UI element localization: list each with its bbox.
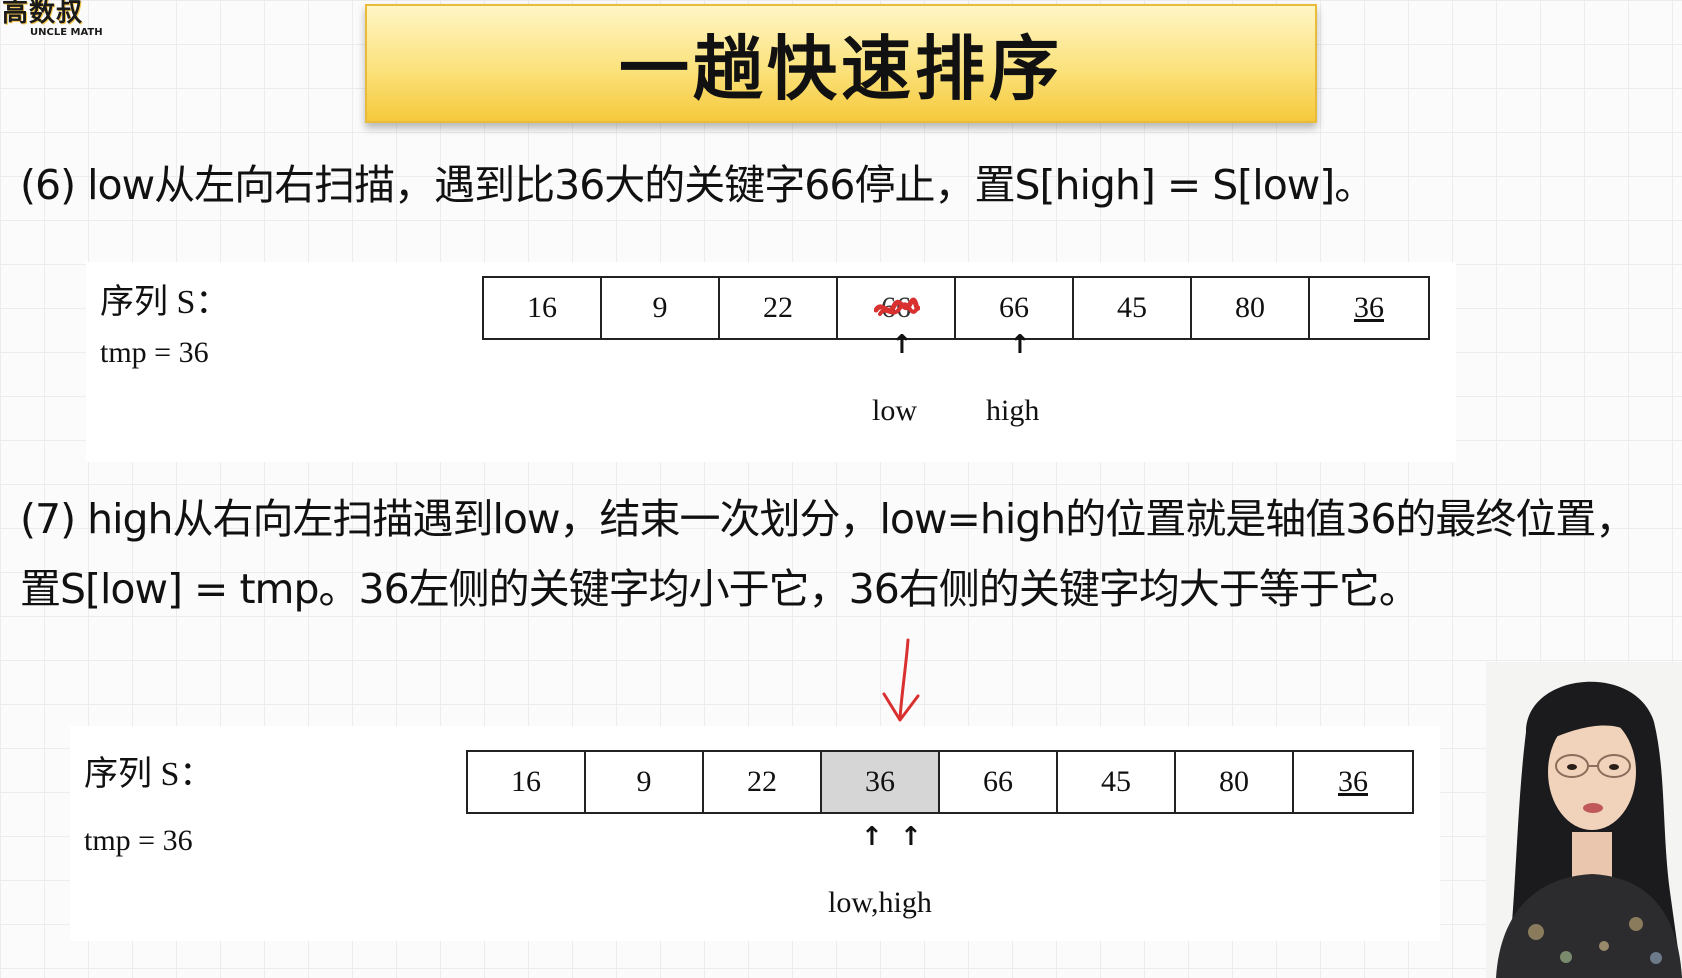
low-pointer-label: low — [872, 394, 917, 427]
step7-diagram: 序列 S： tmp = 36 16 9 22 36 66 45 80 36 ↑ … — [70, 726, 1440, 941]
low-pointer-arrow: ↑ — [891, 330, 913, 360]
sequence-cell: 80 — [1176, 752, 1294, 812]
sequence-cell: 9 — [602, 278, 720, 338]
sequence-cell: 45 — [1058, 752, 1176, 812]
slide-title: 一趟快速排序 — [619, 28, 1063, 110]
sequence-cell-crossed-out: 66 — [838, 278, 956, 338]
step6-text: (6) low从左向右扫描，遇到比36大的关键字66停止，置S[high] = … — [20, 161, 1375, 209]
uncle-math-logo: 高数叔 UNCLE MATH — [2, 0, 130, 40]
sequence-cell: 16 — [484, 278, 602, 338]
red-down-arrow-annotation — [882, 638, 920, 722]
high-pointer-label: high — [986, 394, 1040, 427]
sequence-cell: 66 — [956, 278, 1074, 338]
step7-text: (7) high从右向左扫描遇到low，结束一次划分，low=high的位置就是… — [20, 495, 1636, 613]
step7-tmp-label: tmp = 36 — [84, 824, 193, 857]
sequence-cell: 66 — [940, 752, 1058, 812]
sequence-cell: 9 — [586, 752, 704, 812]
step6-sequence-cells: 16 9 22 66 66 45 80 36 — [482, 276, 1430, 340]
high-pointer-arrow: ↑ — [1009, 330, 1031, 360]
step7-sequence-cells: 16 9 22 36 66 45 80 36 — [466, 750, 1414, 814]
sequence-cell: 22 — [720, 278, 838, 338]
red-scribble-annotation — [874, 297, 920, 316]
sequence-cell: 45 — [1074, 278, 1192, 338]
sequence-cell-pivot: 36 — [1338, 765, 1368, 798]
title-banner: 一趟快速排序 — [365, 4, 1317, 123]
sequence-cell-pivot: 36 — [1354, 291, 1384, 324]
sequence-cell-final-pivot: 36 — [822, 752, 940, 812]
sequence-cell: 80 — [1192, 278, 1310, 338]
low-pointer-arrow: ↑ — [861, 822, 883, 852]
step7-sequence-label: 序列 S： — [84, 756, 214, 793]
logo-subtext: UNCLE MATH — [30, 27, 103, 38]
presenter-video — [1486, 662, 1682, 978]
high-pointer-arrow: ↑ — [900, 822, 922, 852]
step6-tmp-label: tmp = 36 — [100, 336, 209, 369]
sequence-cell: 16 — [468, 752, 586, 812]
step6-sequence-label: 序列 S： — [100, 284, 230, 321]
sequence-cell: 22 — [704, 752, 822, 812]
logo-text: 高数叔 — [2, 0, 84, 28]
low-high-pointer-label: low,high — [828, 886, 932, 919]
step6-diagram: 序列 S： tmp = 36 16 9 22 66 66 45 80 36 ↑ … — [86, 262, 1456, 462]
